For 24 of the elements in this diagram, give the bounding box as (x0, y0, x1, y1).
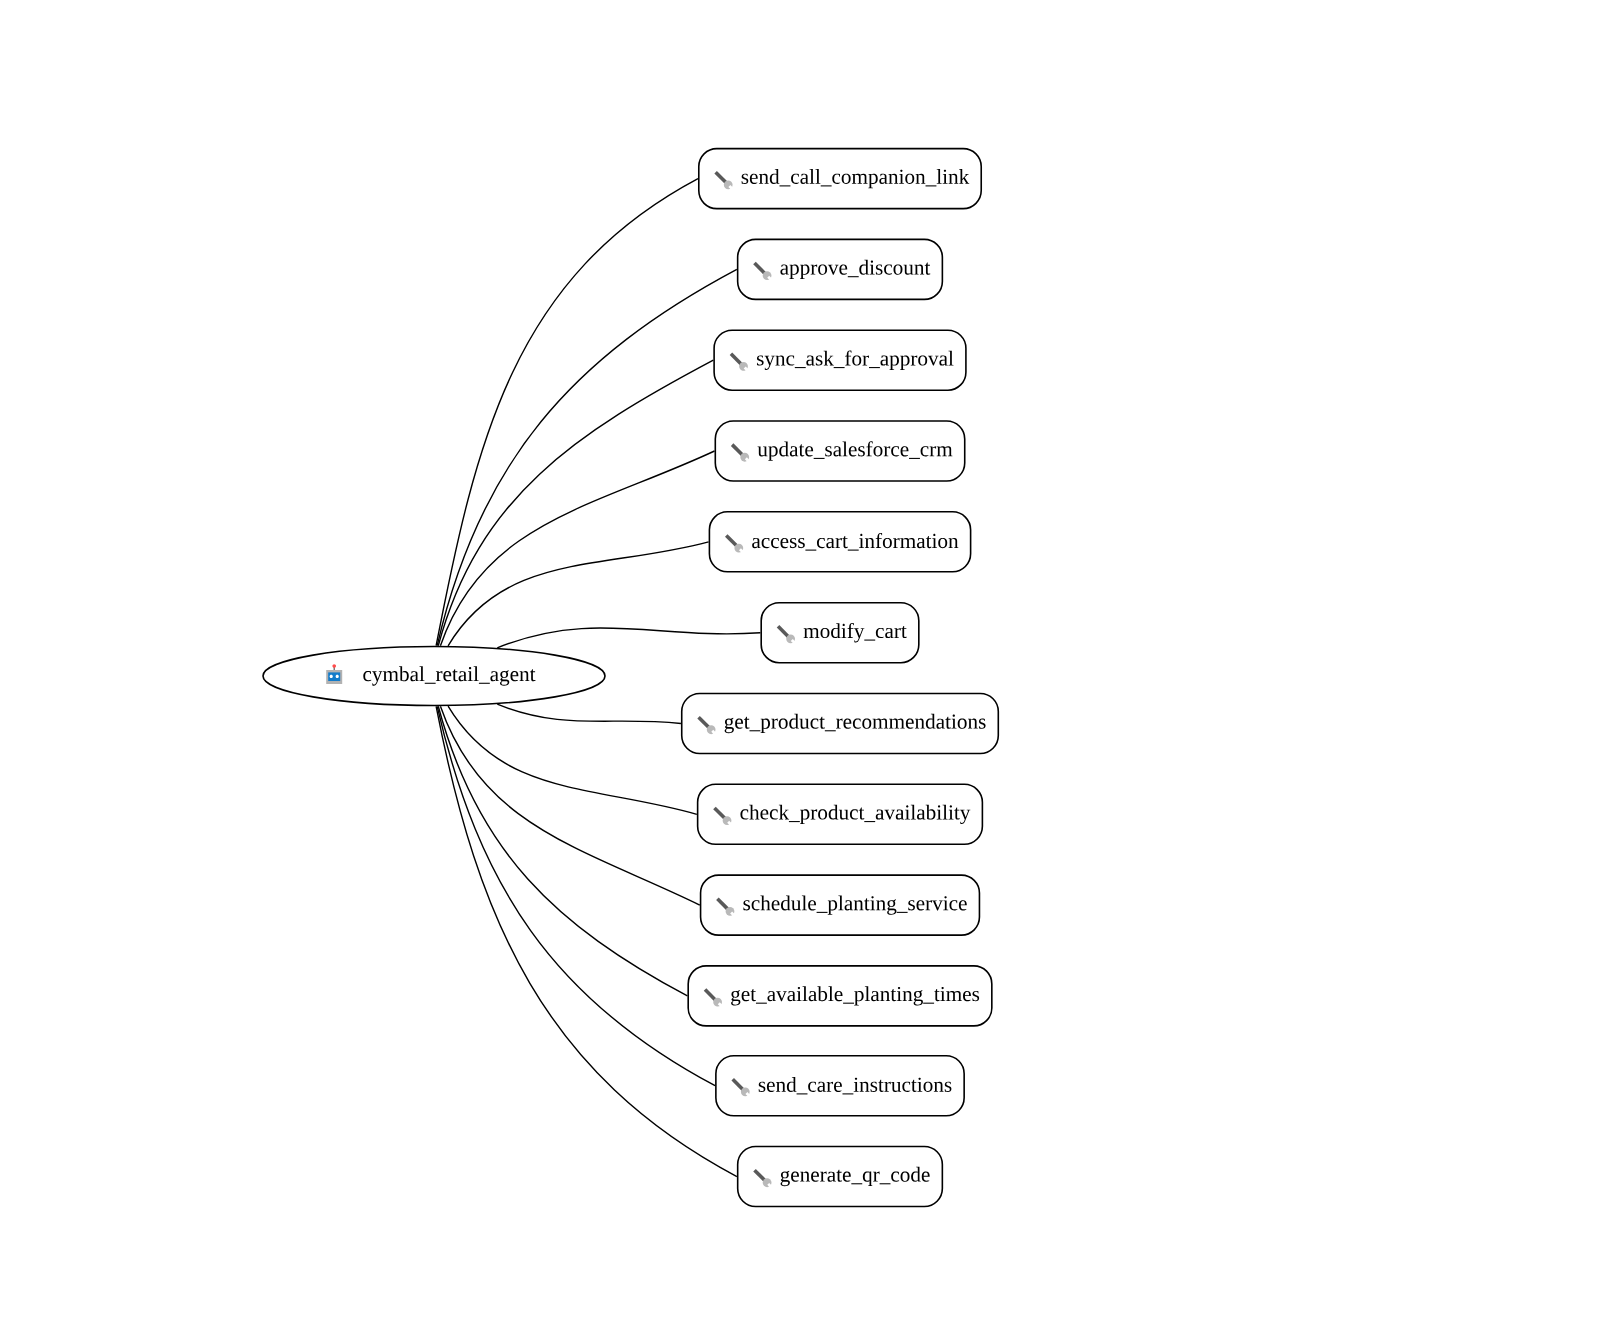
tool-box: send_care_instructions (715, 1054, 965, 1117)
tool-box: generate_qr_code (736, 1145, 944, 1208)
connector-line (435, 705, 738, 1178)
tool-box: access_cart_information (708, 511, 972, 573)
tool-box: update_salesforce_crm (714, 420, 966, 482)
connector-line (439, 450, 716, 647)
tool-box: send_call_companion_link (698, 147, 983, 210)
tool-box: sync_ask_for_approval (713, 329, 967, 391)
connector-line (496, 703, 682, 725)
connector-line (439, 705, 701, 906)
tool-box: get_available_planting_times (687, 965, 993, 1027)
connector-line (435, 177, 699, 647)
tool-box: schedule_planting_service (699, 874, 981, 936)
connector-line (436, 705, 716, 1087)
tool-box: get_product_recommendations (680, 692, 1000, 755)
connector-line (437, 705, 689, 997)
connector-line (496, 627, 762, 649)
tool-box: modify_cart (760, 601, 920, 664)
connector-line (447, 705, 698, 816)
connector-line (436, 268, 738, 647)
connector-line (437, 359, 714, 647)
tool-box: approve_discount (736, 238, 944, 301)
tool-box: check_product_availability (696, 783, 984, 846)
connector-line (447, 541, 710, 647)
